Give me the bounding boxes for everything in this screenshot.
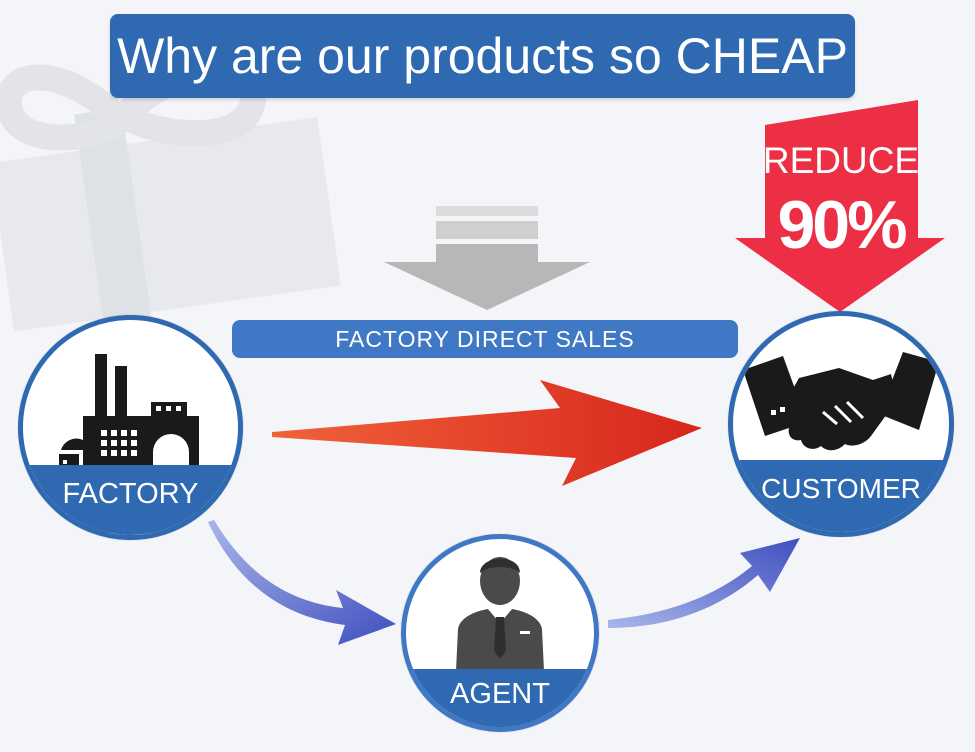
factory-direct-sales-banner: FACTORY DIRECT SALES (232, 320, 738, 358)
agent-to-customer-arrow (608, 538, 800, 628)
page-title: Why are our products so CHEAP (110, 14, 855, 98)
agent-node: AGENT (401, 534, 599, 732)
agent-label: AGENT (406, 669, 594, 727)
factory-label: FACTORY (23, 465, 238, 535)
reduce-label: REDUCE (762, 140, 920, 181)
handshake-icon (743, 352, 939, 451)
factory-node: FACTORY (18, 315, 243, 540)
factory-to-agent-arrow (208, 520, 396, 645)
factory-icon (59, 354, 199, 476)
customer-node: CUSTOMER (728, 311, 954, 537)
businessman-icon (456, 557, 544, 671)
reduce-percentage: 90% (777, 187, 907, 263)
customer-label: CUSTOMER (733, 460, 949, 532)
